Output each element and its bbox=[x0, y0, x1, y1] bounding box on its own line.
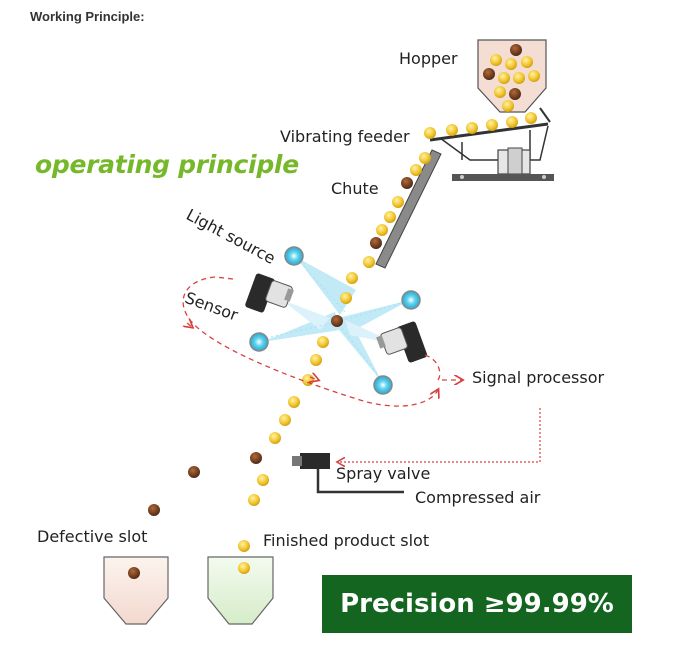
label-vibrating-feeder: Vibrating feeder bbox=[280, 127, 410, 146]
spray-valve bbox=[292, 453, 404, 494]
diagram-subtitle: operating principle bbox=[35, 150, 299, 179]
sensor-camera-left bbox=[245, 273, 294, 313]
sensor-camera-right bbox=[376, 321, 428, 363]
processor-to-valve-line bbox=[338, 408, 541, 462]
label-chute: Chute bbox=[331, 179, 379, 198]
light-source-lamps bbox=[249, 246, 421, 395]
label-defective-slot: Defective slot bbox=[37, 527, 148, 546]
label-finished-product-slot: Finished product slot bbox=[263, 531, 430, 550]
defective-slot bbox=[103, 556, 169, 625]
label-signal-processor: Signal processor bbox=[472, 368, 605, 387]
vibrating-feeder bbox=[424, 107, 554, 181]
hopper bbox=[477, 39, 547, 113]
chute bbox=[363, 149, 442, 269]
label-spray-valve: Spray valve bbox=[336, 464, 431, 483]
page-heading: Working Principle: bbox=[30, 9, 145, 24]
precision-badge: Precision ≥99.99% bbox=[322, 575, 632, 633]
label-hopper: Hopper bbox=[399, 49, 458, 68]
finished-product-slot bbox=[207, 556, 274, 625]
sensor-signal-loop bbox=[182, 276, 462, 407]
label-compressed-air: Compressed air bbox=[415, 488, 541, 507]
